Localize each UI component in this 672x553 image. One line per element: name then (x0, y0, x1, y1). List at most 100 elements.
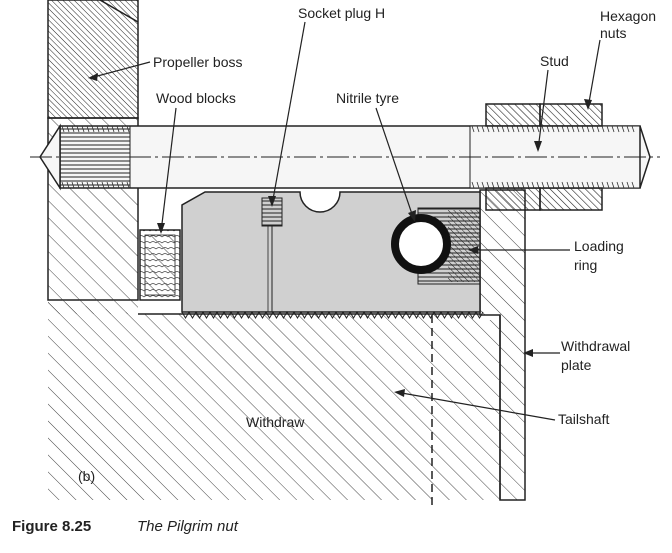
stud-thread-tick (501, 181, 505, 189)
stud-thread-tick (571, 125, 575, 133)
stud-thread-tick (66, 181, 70, 189)
thread-teeth (181, 311, 484, 319)
label-socket-plug-h: Socket plug H (298, 5, 385, 21)
stud-thread-tick (96, 125, 100, 133)
stud-thread-tick (526, 181, 530, 189)
label-withdrawal-plate-1: Withdrawal (561, 338, 630, 354)
stud-thread-tick (521, 125, 525, 133)
stud-thread-tick (561, 181, 565, 189)
stud-thread-tick (76, 181, 80, 189)
stud-thread-tick (611, 125, 615, 133)
label-hexagon-nuts-2: nuts (600, 25, 626, 41)
stud-thread-tick (621, 125, 625, 133)
stud-thread-tick (86, 125, 90, 133)
stud-thread-tick (541, 181, 545, 189)
stud-thread-tick (556, 181, 560, 189)
stud-thread-tick (566, 125, 570, 133)
label-loading-ring-1: Loading (574, 238, 624, 254)
stud-thread-tick (616, 125, 620, 133)
stud-thread-tick (496, 181, 500, 189)
stud-thread-tick (511, 181, 515, 189)
stud-thread-tick (601, 125, 605, 133)
stud-thread-tick (481, 181, 485, 189)
stud-thread-tick (486, 181, 490, 189)
stud-thread-tick (121, 181, 125, 189)
stud-thread-tick (496, 125, 500, 133)
stud-thread-tick (531, 125, 535, 133)
label-stud: Stud (540, 53, 569, 69)
label-tailshaft: Tailshaft (558, 411, 609, 427)
stud-thread-tick (501, 125, 505, 133)
stud-thread-tick (91, 125, 95, 133)
stud-thread-tick (516, 125, 520, 133)
stud-thread-tick (91, 181, 95, 189)
stud-thread-tick (101, 181, 105, 189)
stud-thread-tick (591, 125, 595, 133)
stud-thread-tick (626, 181, 630, 189)
stud-thread-tick (116, 181, 120, 189)
stud-thread-tick (116, 125, 120, 133)
stud-thread-tick (576, 181, 580, 189)
stud-thread-tick (551, 125, 555, 133)
stud-thread-tick (111, 181, 115, 189)
leader-lines (89, 21, 601, 421)
stud-thread-tick (511, 125, 515, 133)
label-withdrawal-plate-2: plate (561, 357, 592, 373)
stud-thread-tick (506, 125, 510, 133)
stud-thread-tick (626, 125, 630, 133)
stud-thread-tick (471, 181, 475, 189)
stud-thread-tick (86, 181, 90, 189)
nitrile-tyre (391, 214, 451, 274)
stud-thread-tick (616, 181, 620, 189)
stud-thread-tick (96, 181, 100, 189)
stud-thread-tick (556, 125, 560, 133)
wood-blocks (139, 229, 181, 301)
stud-thread-tick (521, 181, 525, 189)
stud-thread-tick (81, 125, 85, 133)
stud-thread-tick (561, 125, 565, 133)
label-withdraw: Withdraw (246, 414, 305, 430)
stud-thread-tick (71, 125, 75, 133)
stud-thread-tick (546, 125, 550, 133)
stud-thread-tick (566, 181, 570, 189)
stud-thread-tick (631, 125, 635, 133)
stud-thread-tick (586, 125, 590, 133)
stud-thread-tick (126, 125, 130, 133)
stud-thread-tick (106, 181, 110, 189)
stud-thread-tick (126, 181, 130, 189)
stud-thread-tick (591, 181, 595, 189)
stud-thread-tick (576, 125, 580, 133)
stud-thread-tick (481, 125, 485, 133)
stud-thread-tick (476, 181, 480, 189)
stud-thread-tick (606, 181, 610, 189)
stud-thread-tick (551, 181, 555, 189)
stud-thread-tick (536, 181, 540, 189)
stud-thread-tick (621, 181, 625, 189)
stud-thread-tick (546, 181, 550, 189)
stud-thread-tick (506, 181, 510, 189)
leader-arrowheads (88, 73, 592, 397)
label-hexagon-nuts-1: Hexagon (600, 8, 656, 24)
stud-thread-tick (581, 181, 585, 189)
label-loading-ring-2: ring (574, 257, 597, 273)
tailshaft (48, 300, 500, 500)
stud-thread-tick (111, 125, 115, 133)
label-wood-blocks: Wood blocks (156, 90, 236, 106)
stud-thread-tick (601, 181, 605, 189)
stud-thread-tick (101, 125, 105, 133)
hexagon-nuts (485, 103, 603, 211)
stud-thread-tick (571, 181, 575, 189)
stud-thread-tick (61, 181, 65, 189)
stud-thread-tick (516, 181, 520, 189)
stud-thread-tick (491, 181, 495, 189)
label-propeller-boss: Propeller boss (153, 54, 243, 70)
caption-title: The Pilgrim nut (137, 518, 239, 535)
stud-thread-tick (596, 125, 600, 133)
stud-thread-tick (531, 181, 535, 189)
socket-plug-h (261, 197, 283, 312)
stud-thread-tick (491, 125, 495, 133)
stud-threads (61, 125, 635, 189)
caption-figure-number: Figure 8.25 (12, 518, 91, 535)
stud-thread-tick (76, 125, 80, 133)
